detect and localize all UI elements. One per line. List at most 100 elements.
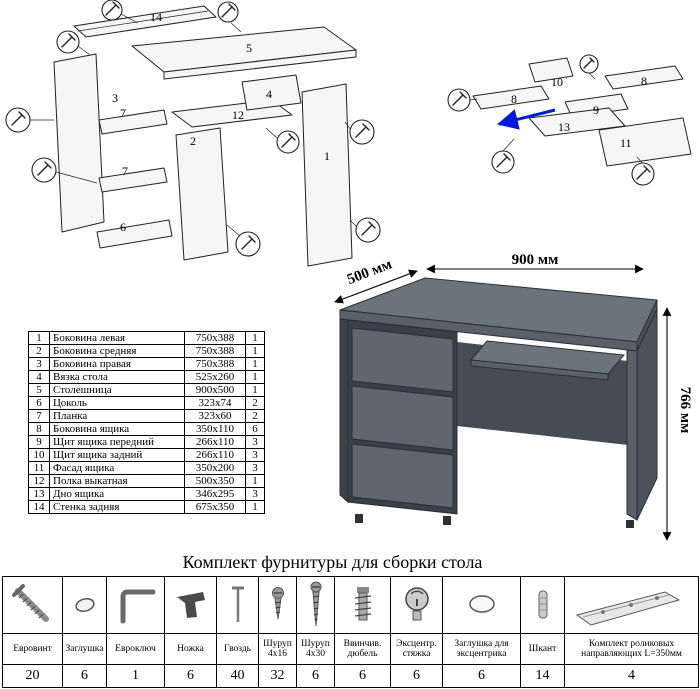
hardware-item-qty: 6 bbox=[334, 664, 391, 688]
fastener-callout-icon bbox=[56, 30, 80, 54]
parts-row: 11 Фасад ящика 350x200 3 bbox=[28, 461, 265, 475]
hardware-item-label: Заглушка для эксцентрика bbox=[442, 633, 521, 665]
hardware-item-qty: 20 bbox=[2, 664, 63, 688]
part-size: 750x388 bbox=[184, 331, 246, 345]
part-num: 9 bbox=[28, 435, 50, 449]
part-name: Планка bbox=[49, 409, 185, 423]
screw-4x16-icon bbox=[258, 576, 297, 634]
fastener-callout-icon bbox=[235, 231, 261, 257]
part-label: 8 bbox=[511, 92, 517, 106]
parts-row: 3 Боковина правая 750x388 1 bbox=[28, 357, 265, 371]
part-name: Полка выкатная bbox=[49, 474, 185, 488]
hardware-item-label: Гвоздь bbox=[216, 633, 259, 665]
part-name: Боковина ящика bbox=[49, 422, 185, 436]
part-size: 346x295 bbox=[184, 487, 246, 501]
hardware-labels-row: Евровинт Заглушка Евроключ Ножка Гвоздь … bbox=[2, 633, 699, 665]
hardware-item-label: Евровинт bbox=[2, 633, 63, 665]
part-num: 11 bbox=[28, 461, 50, 475]
part-size: 350x110 bbox=[184, 422, 246, 436]
hardware-item-qty: 32 bbox=[258, 664, 297, 688]
roller-guides-icon bbox=[564, 576, 699, 634]
depth-dimension-arrow bbox=[334, 269, 418, 304]
parts-row: 6 Цоколь 323x74 2 bbox=[28, 396, 265, 410]
hardware-item-qty: 6 bbox=[164, 664, 217, 688]
part-label: 14 bbox=[150, 10, 162, 24]
part-num: 7 bbox=[28, 409, 50, 423]
part-3-side-panel bbox=[53, 53, 105, 233]
part-num: 13 bbox=[28, 487, 50, 501]
part-name: Щит ящика передний bbox=[49, 435, 185, 449]
part-size: 675x350 bbox=[184, 500, 246, 514]
part-size: 350x200 bbox=[184, 461, 246, 475]
hardware-item-label: Евроключ bbox=[106, 633, 165, 665]
desk-exploded-diagram: 14 5 3 7 7 6 12 2 4 1 bbox=[5, 0, 381, 267]
hardware-item-qty: 6 bbox=[390, 664, 443, 688]
part-name: Столешница bbox=[49, 383, 185, 397]
part-2-middle-side bbox=[175, 127, 229, 261]
hardware-item-label: Шуруп 4x16 bbox=[258, 633, 297, 665]
hardware-item-label: Шуруп 4x30 bbox=[296, 633, 335, 665]
fastener-callout-icon bbox=[31, 157, 57, 183]
parts-row: 4 Вязка стола 525x260 1 bbox=[28, 370, 265, 384]
part-label: 7 bbox=[122, 164, 128, 178]
euro-screw-icon bbox=[2, 576, 63, 634]
fastener-callout-icon bbox=[579, 54, 599, 74]
screw-4x30-icon bbox=[296, 576, 335, 634]
part-label: 12 bbox=[232, 108, 244, 122]
hardware-item-qty: 6 bbox=[62, 664, 107, 688]
fastener-callout-icon bbox=[217, 1, 239, 23]
part-qty: 1 bbox=[245, 383, 265, 397]
part-num: 2 bbox=[28, 344, 50, 358]
fastener-callout-icon bbox=[101, 0, 123, 21]
part-size: 525x260 bbox=[184, 370, 246, 384]
part-size: 750x388 bbox=[184, 344, 246, 358]
part-qty: 1 bbox=[245, 370, 265, 384]
drawer-front bbox=[351, 327, 454, 393]
part-1-side-panel bbox=[301, 83, 353, 267]
part-size: 323x60 bbox=[184, 409, 246, 423]
fastener-callout-icon bbox=[491, 150, 515, 174]
parts-row: 9 Щит ящика передний 266x110 3 bbox=[28, 435, 265, 449]
parts-row: 10 Щит ящика задний 266x110 3 bbox=[28, 448, 265, 462]
part-size: 266x110 bbox=[184, 448, 246, 462]
part-label: 11 bbox=[620, 136, 632, 150]
part-size: 266x110 bbox=[184, 435, 246, 449]
hardware-item-qty: 14 bbox=[520, 664, 565, 688]
fastener-callout-icon bbox=[276, 130, 300, 154]
parts-row: 2 Боковина средняя 750x388 1 bbox=[28, 344, 265, 358]
part-num: 10 bbox=[28, 448, 50, 462]
part-size: 750x388 bbox=[184, 357, 246, 371]
part-14-back-wall bbox=[73, 5, 217, 38]
part-size: 323x74 bbox=[184, 396, 246, 410]
parts-row: 8 Боковина ящика 350x110 6 bbox=[28, 422, 265, 436]
dowel-pin-icon bbox=[520, 576, 565, 634]
part-name: Дно ящика bbox=[49, 487, 185, 501]
depth-dimension-label: 500 мм bbox=[345, 256, 394, 288]
height-dimension-label: 766 мм bbox=[677, 387, 693, 434]
part-qty: 2 bbox=[245, 409, 265, 423]
allen-key-icon bbox=[106, 576, 165, 634]
part-4-tie bbox=[241, 74, 302, 111]
part-qty: 3 bbox=[245, 461, 265, 475]
part-name: Цоколь bbox=[49, 396, 185, 410]
desk-right-panel-edge bbox=[626, 349, 638, 521]
part-name: Вязка стола bbox=[49, 370, 185, 384]
hardware-icons-row bbox=[2, 576, 699, 634]
part-11-facade bbox=[598, 117, 692, 167]
part-label: 5 bbox=[246, 41, 252, 55]
hardware-item-qty: 6 bbox=[442, 664, 521, 688]
hardware-item-label: Ножка bbox=[164, 633, 217, 665]
part-name: Стенка задняя bbox=[49, 500, 185, 514]
parts-table: 1 Боковина левая 750x388 1 2 Боковина ср… bbox=[28, 331, 265, 514]
fastener-callout-icon bbox=[447, 88, 471, 112]
parts-row: 5 Столешница 900x500 1 bbox=[28, 383, 265, 397]
fastener-callout-icon bbox=[355, 217, 381, 243]
drawer-front bbox=[351, 443, 454, 509]
hardware-item-label: Шкант bbox=[520, 633, 565, 665]
nail-icon bbox=[216, 576, 259, 634]
part-num: 4 bbox=[28, 370, 50, 384]
part-label: 2 bbox=[190, 134, 196, 148]
hardware-item-qty: 1 bbox=[106, 664, 165, 688]
parts-row: 13 Дно ящика 346x295 3 bbox=[28, 487, 265, 501]
